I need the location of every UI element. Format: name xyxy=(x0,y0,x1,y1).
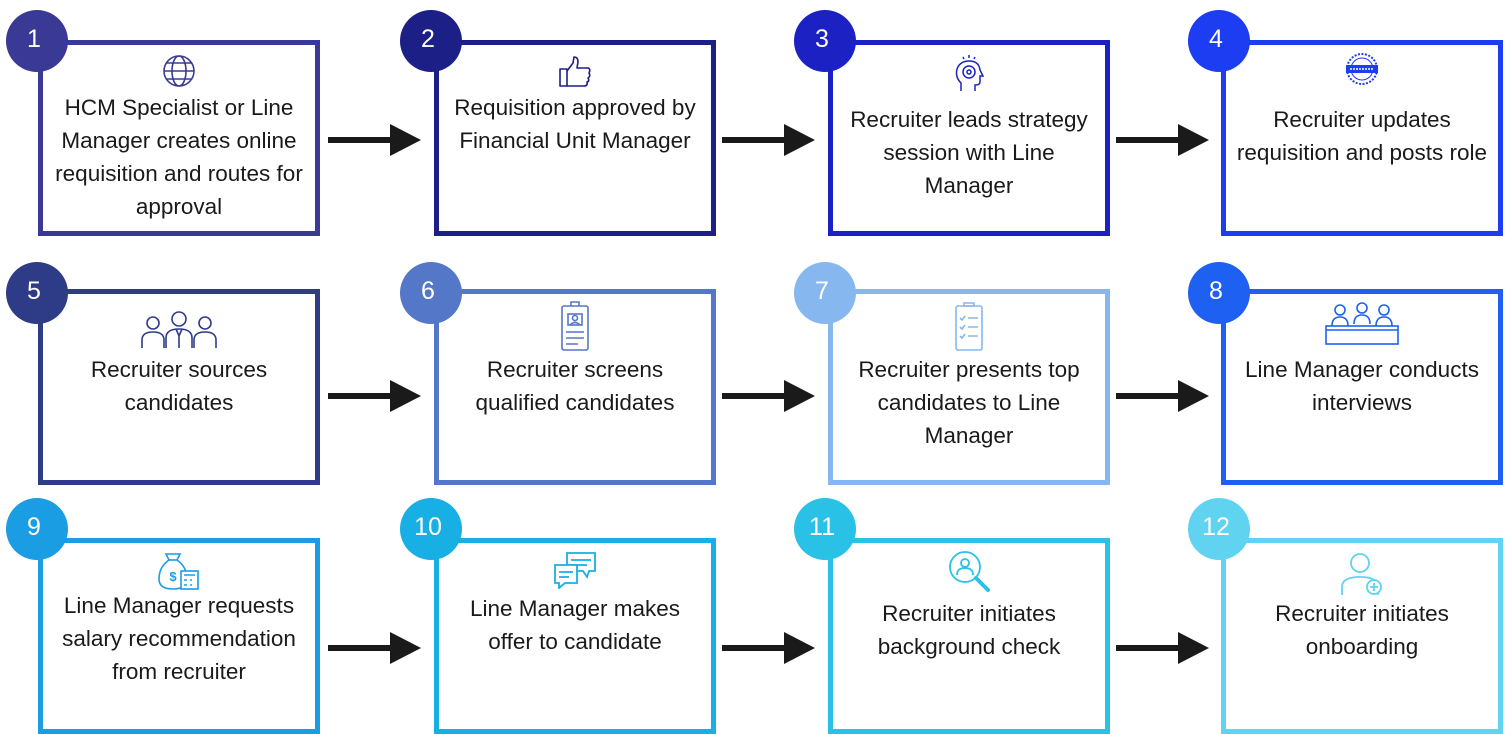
step-12-badge: 12 xyxy=(1188,498,1250,560)
arrow-7-to-8 xyxy=(1116,380,1209,412)
now-hiring-stamp-icon xyxy=(1346,53,1378,85)
step-10-badge: 10 xyxy=(400,498,462,560)
arrow-11-to-12 xyxy=(1116,632,1209,664)
arrow-9-to-10 xyxy=(328,632,421,664)
step-9-badge: 9 xyxy=(6,498,68,560)
chat-bubbles-icon xyxy=(554,552,596,589)
step-4-text: Recruiter updates requisition and posts … xyxy=(1236,107,1488,165)
step-11-box: Recruiter initiates background check xyxy=(828,538,1110,734)
step-7-badge: 7 xyxy=(794,262,856,324)
step-12-text: Recruiter initiates onboarding xyxy=(1275,601,1449,659)
arrow-10-to-11 xyxy=(722,632,815,664)
step-3-box: Recruiter leads strategy session with Li… xyxy=(828,40,1110,236)
step-5-text: Recruiter sources candidates xyxy=(90,357,268,415)
step-10-box: Line Manager makes offer to candidate xyxy=(434,538,716,734)
step-11-badge: 11 xyxy=(794,498,856,560)
step-6-text: Recruiter screens qualified candidates xyxy=(475,357,675,415)
id-badge-icon xyxy=(561,301,589,351)
step-7-text: Recruiter presents top candidates to Lin… xyxy=(858,357,1080,448)
step-1-box: HCM Specialist or Line Manager creates o… xyxy=(38,40,320,236)
head-brain-icon xyxy=(955,55,985,91)
arrow-3-to-4 xyxy=(1116,124,1209,156)
step-2-badge: 2 xyxy=(400,10,462,72)
step-9-text: Line Manager requests salary recommendat… xyxy=(62,593,296,684)
step-8-badge: 8 xyxy=(1188,262,1250,324)
step-3-badge: 3 xyxy=(794,10,856,72)
step-12-box: Recruiter initiates onboarding xyxy=(1221,538,1503,734)
step-1-badge: 1 xyxy=(6,10,68,72)
step-3-text: Recruiter leads strategy session with Li… xyxy=(850,107,1088,198)
arrow-6-to-7 xyxy=(722,380,815,412)
step-5-badge: 5 xyxy=(6,262,68,324)
step-2-text: Requisition approved by Financial Unit M… xyxy=(454,95,696,153)
step-6-box: Recruiter screens qualified candidates xyxy=(434,289,716,485)
step-8-text: Line Manager conducts interviews xyxy=(1245,357,1479,415)
globe-icon xyxy=(163,55,195,87)
clipboard-checklist-icon xyxy=(955,302,983,351)
add-user-icon xyxy=(1341,553,1382,595)
money-bag-calculator-icon: $ xyxy=(158,553,199,590)
step-6-badge: 6 xyxy=(400,262,462,324)
arrow-5-to-6 xyxy=(328,380,421,412)
step-5-box: Recruiter sources candidates xyxy=(38,289,320,485)
step-1-text: HCM Specialist or Line Manager creates o… xyxy=(55,95,303,219)
step-4-box: Recruiter updates requisition and posts … xyxy=(1221,40,1503,236)
step-11-text: Recruiter initiates background check xyxy=(877,601,1061,659)
interview-panel-icon xyxy=(1325,302,1399,345)
svg-text:$: $ xyxy=(169,569,177,584)
step-10-text: Line Manager makes offer to candidate xyxy=(469,596,681,654)
step-2-box: Requisition approved by Financial Unit M… xyxy=(434,40,716,236)
arrow-1-to-2 xyxy=(328,124,421,156)
step-8-box: Line Manager conducts interviews xyxy=(1221,289,1503,485)
candidates-group-icon xyxy=(141,311,217,348)
step-4-badge: 4 xyxy=(1188,10,1250,72)
arrow-2-to-3 xyxy=(722,124,815,156)
magnifier-person-icon xyxy=(949,551,990,592)
thumbs-up-icon xyxy=(559,56,591,87)
step-9-box: $ Line Manager requests salary recommend… xyxy=(38,538,320,734)
step-7-box: Recruiter presents top candidates to Lin… xyxy=(828,289,1110,485)
